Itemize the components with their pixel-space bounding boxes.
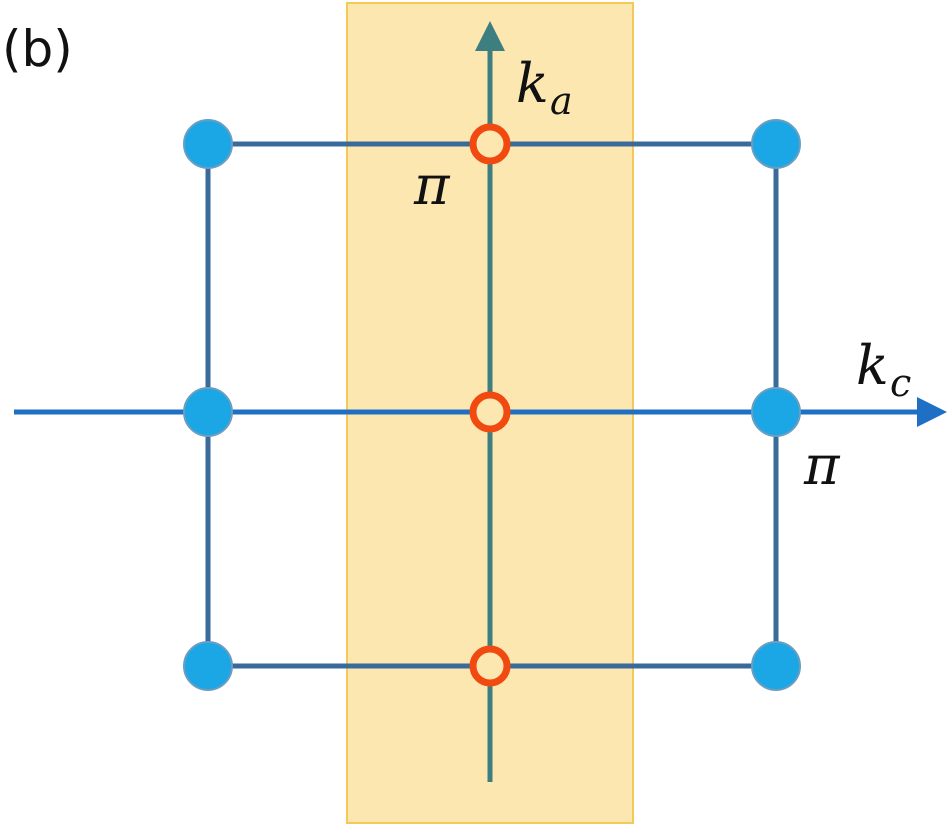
pi-label-top: π bbox=[413, 154, 451, 217]
open-node bbox=[469, 123, 511, 165]
filled-node bbox=[183, 641, 233, 691]
filled-node bbox=[183, 119, 233, 169]
filled-node bbox=[751, 641, 801, 691]
kc-label: k bbox=[856, 334, 889, 397]
ka-label-subscript: a bbox=[550, 79, 573, 123]
filled-node bbox=[751, 119, 801, 169]
filled-node bbox=[751, 387, 801, 437]
ka-label: k bbox=[516, 52, 549, 115]
open-node bbox=[469, 645, 511, 687]
kc-label-subscript: c bbox=[890, 361, 911, 405]
pi-label-right: π bbox=[803, 434, 841, 497]
filled-node bbox=[183, 387, 233, 437]
open-node bbox=[469, 391, 511, 433]
panel-label: (b) bbox=[2, 20, 73, 78]
